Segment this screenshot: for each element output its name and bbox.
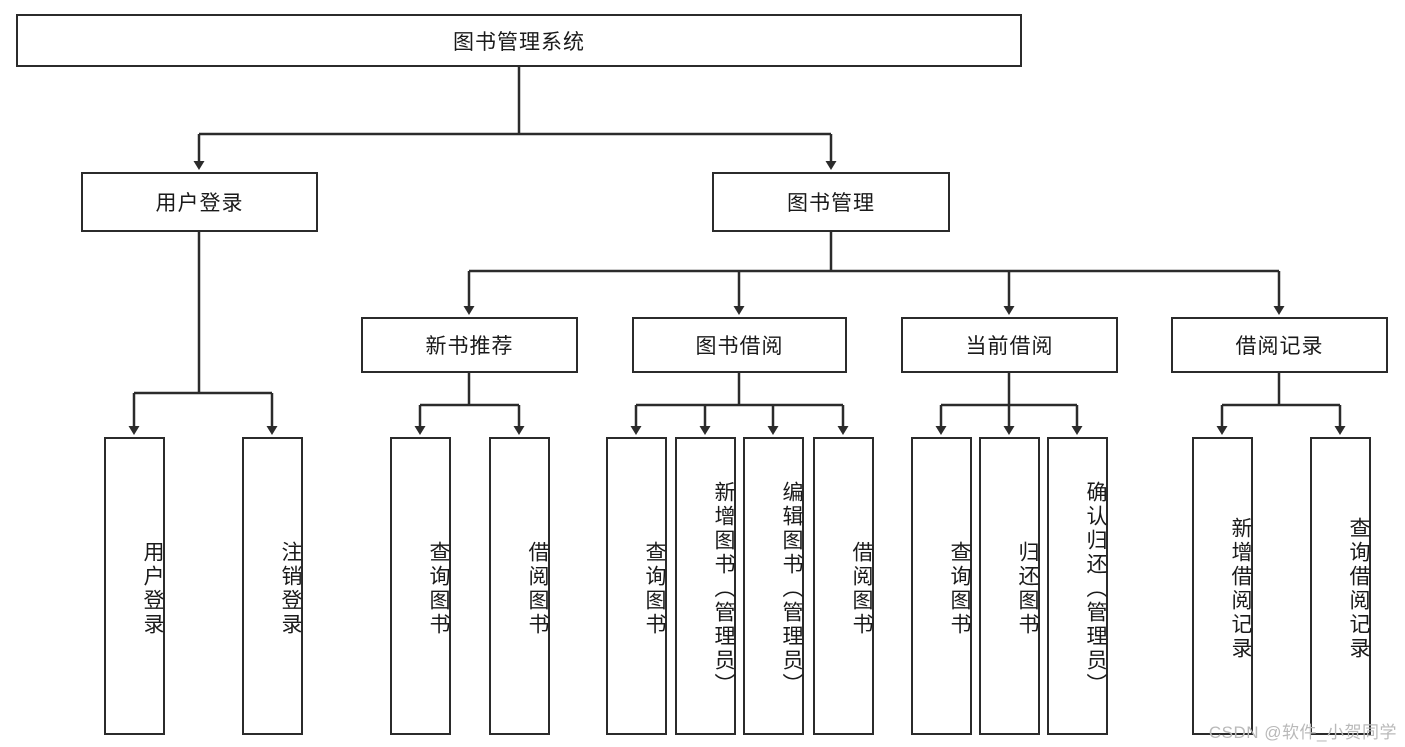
leaf-borrow-record-query[interactable]: 查询借阅记录 [1310,437,1371,735]
node-book-manage[interactable]: 图书管理 [712,172,950,232]
node-user-login-label: 用户登录 [155,192,244,215]
leaf-current-borrow-query[interactable]: 查询图书 [911,437,972,735]
node-current-borrow[interactable]: 当前借阅 [901,317,1118,373]
node-book-borrow[interactable]: 图书借阅 [632,317,847,373]
node-new-book-recommend[interactable]: 新书推荐 [361,317,578,373]
leaf-new-book-query[interactable]: 查询图书 [390,437,451,735]
leaf-current-borrow-return[interactable]: 归还图书 [979,437,1040,735]
leaf-book-borrow-borrow[interactable]: 借阅图书 [813,437,874,735]
csdn-watermark: CSDN @软件_小贺同学 [1208,723,1397,742]
node-book-borrow-label: 图书借阅 [695,335,784,358]
leaf-new-book-borrow[interactable]: 借阅图书 [489,437,550,735]
node-root-label: 图书管理系统 [453,30,585,54]
leaf-user-login-signin[interactable]: 用户登录 [104,437,165,735]
leaf-user-login-signout[interactable]: 注销登录 [242,437,303,735]
leaf-book-borrow-add[interactable]: 新增图书（管理员） [675,437,736,735]
node-new-book-recommend-label: 新书推荐 [425,335,514,358]
leaf-book-borrow-edit[interactable]: 编辑图书（管理员） [743,437,804,735]
leaf-current-borrow-confirm-return[interactable]: 确认归还（管理员） [1047,437,1108,735]
node-current-borrow-label: 当前借阅 [965,335,1054,358]
node-root[interactable]: 图书管理系统 [16,14,1022,67]
node-user-login[interactable]: 用户登录 [81,172,318,232]
node-borrow-record-label: 借阅记录 [1235,335,1324,358]
leaf-book-borrow-query[interactable]: 查询图书 [606,437,667,735]
leaf-borrow-record-add[interactable]: 新增借阅记录 [1192,437,1253,735]
node-borrow-record[interactable]: 借阅记录 [1171,317,1388,373]
node-book-manage-label: 图书管理 [787,192,875,215]
